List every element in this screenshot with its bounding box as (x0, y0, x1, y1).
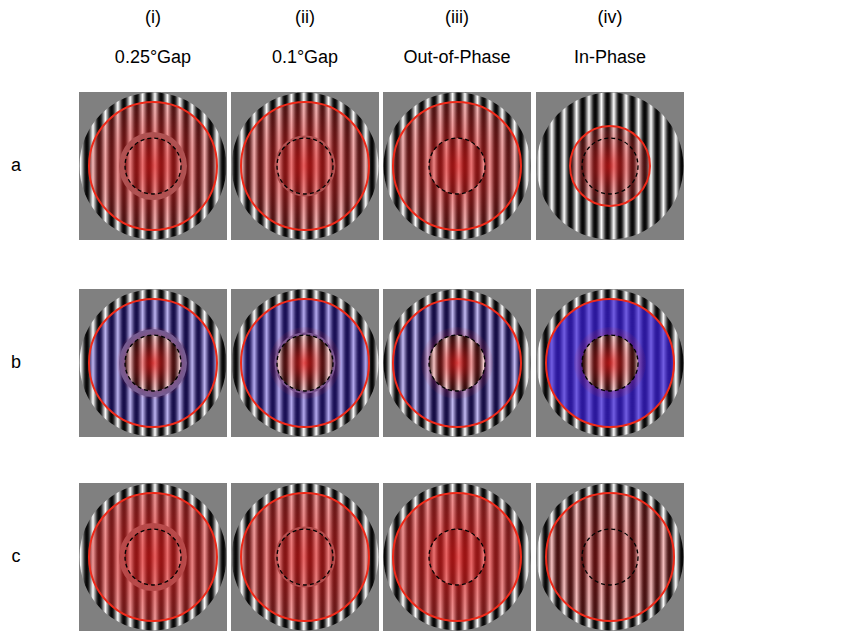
gray-background (79, 483, 227, 631)
surround-grating (80, 484, 227, 631)
center-activation (393, 493, 521, 621)
surround-grating (80, 93, 227, 240)
summation-field-outline (89, 102, 217, 230)
surround-grating (384, 93, 531, 240)
surround-grating (232, 290, 379, 437)
classical-rf-outline (582, 138, 638, 194)
column-number: (iii) (445, 8, 469, 28)
summation-field-outline (241, 102, 369, 230)
classical-rf-outline (277, 335, 333, 391)
surround-grating (384, 484, 531, 631)
surround-grating (537, 484, 684, 631)
summation-field-outline (89, 493, 217, 621)
center-activation (546, 493, 674, 621)
stimulus-panel (79, 483, 227, 631)
row-letter: c (12, 547, 21, 567)
gray-background (383, 92, 531, 240)
condition-label: 0.1°Gap (272, 48, 338, 68)
gray-background (536, 92, 684, 240)
stimulus-panel (536, 92, 684, 240)
center-activation (421, 327, 493, 399)
gray-background (231, 92, 379, 240)
surround-grating (537, 93, 684, 240)
stimulus-panel (231, 289, 379, 437)
gray-background (79, 92, 227, 240)
classical-rf-outline (429, 335, 485, 391)
stimulus-panel (79, 92, 227, 240)
summation-field-outline (570, 126, 650, 206)
stimulus-panel (383, 92, 531, 240)
center-activation (570, 126, 650, 206)
surround-activation (89, 299, 217, 427)
classical-rf-outline (582, 335, 638, 391)
surround-grating (232, 484, 379, 631)
column-number: (i) (145, 8, 161, 28)
surround-grating (232, 93, 379, 240)
row-letter: b (11, 353, 21, 373)
condition-label: 0.25°Gap (115, 48, 191, 68)
center-activation (241, 493, 369, 621)
classical-rf-outline (582, 529, 638, 585)
row-letter: a (11, 156, 21, 176)
center-activation (89, 102, 217, 230)
classical-rf-outline (277, 529, 333, 585)
surround-grating (80, 290, 227, 437)
summation-field-outline (393, 299, 521, 427)
surround-grating (537, 290, 684, 437)
column-number: (iv) (598, 8, 623, 28)
summation-field-outline (241, 493, 369, 621)
surround-activation (241, 299, 369, 427)
center-activation (269, 327, 341, 399)
gray-background (231, 289, 379, 437)
classical-rf-outline (125, 335, 181, 391)
stimulus-panel (79, 289, 227, 437)
gray-background (231, 483, 379, 631)
summation-field-outline (241, 299, 369, 427)
summation-field-outline (546, 299, 674, 427)
stimulus-panel (536, 483, 684, 631)
classical-rf-outline (429, 138, 485, 194)
condition-label: Out-of-Phase (403, 48, 510, 68)
classical-rf-outline (125, 529, 181, 585)
classical-rf-outline (125, 138, 181, 194)
stimulus-panel (536, 289, 684, 437)
summation-field-outline (393, 493, 521, 621)
summation-field-outline (546, 493, 674, 621)
classical-rf-outline (429, 529, 485, 585)
summation-field-outline (89, 299, 217, 427)
gray-background (79, 289, 227, 437)
stimulus-panel (383, 289, 531, 437)
gray-background (536, 289, 684, 437)
center-activation (117, 327, 189, 399)
surround-activation (393, 299, 521, 427)
stimulus-panel (231, 92, 379, 240)
center-activation (241, 102, 369, 230)
stimulus-panel (231, 483, 379, 631)
classical-rf-outline (277, 138, 333, 194)
gray-background (383, 483, 531, 631)
stimulus-panel (383, 483, 531, 631)
summation-field-outline (393, 102, 521, 230)
surround-grating (384, 290, 531, 437)
condition-label: In-Phase (574, 48, 646, 68)
gray-background (383, 289, 531, 437)
center-activation (393, 102, 521, 230)
surround-activation (546, 299, 674, 427)
center-activation (89, 493, 217, 621)
center-activation (574, 327, 646, 399)
gray-background (536, 483, 684, 631)
column-number: (ii) (295, 8, 315, 28)
